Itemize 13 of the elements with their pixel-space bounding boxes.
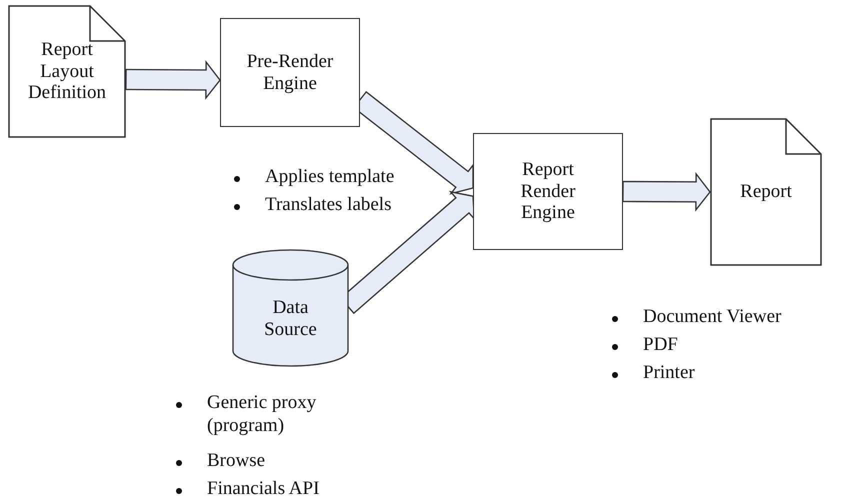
bullet-item: Translates labels: [265, 194, 392, 217]
database-cylinder: Data Source: [232, 250, 349, 366]
bullet-item: Generic proxy (program): [207, 392, 318, 438]
block-arrow: [622, 172, 711, 212]
bullet-item: Document Viewer: [643, 306, 782, 329]
block-arrow: [125, 60, 221, 100]
process-box: Pre-Render Engine: [220, 18, 360, 127]
bullet-item: Printer: [643, 362, 695, 385]
bullet-item: Financials API: [207, 478, 320, 501]
process-box: Report Render Engine: [473, 133, 623, 250]
bullet-item: Applies template: [265, 166, 394, 189]
bullet-item: Browse: [207, 450, 266, 473]
bullet-item: PDF: [643, 334, 678, 357]
